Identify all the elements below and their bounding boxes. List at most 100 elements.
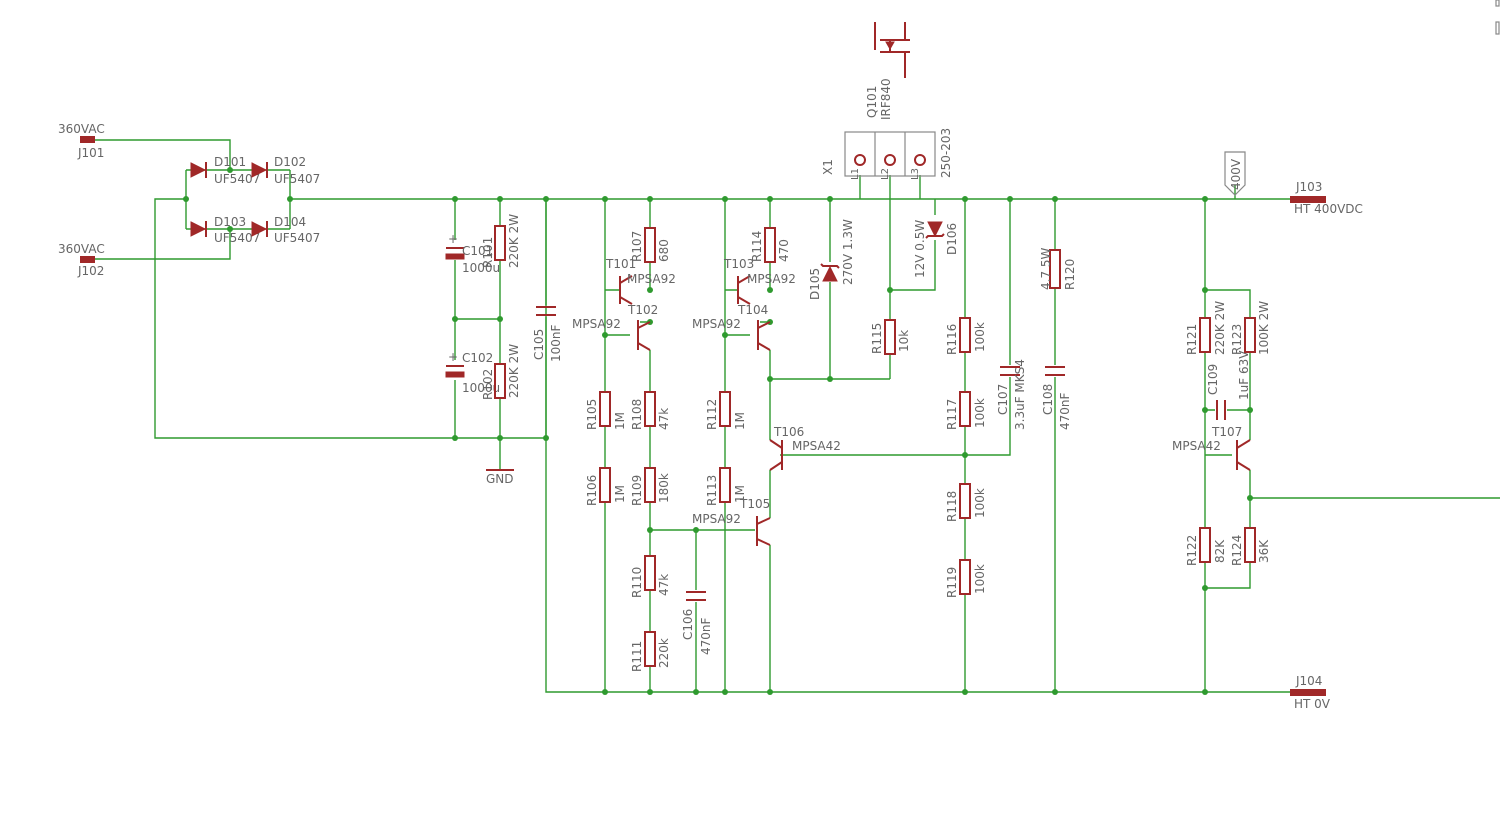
gnd-symbol: GND — [486, 469, 514, 486]
svg-text:12V 0.5W: 12V 0.5W — [913, 220, 927, 278]
svg-text:C107: C107 — [996, 384, 1010, 415]
resistor-r110: R110 47k — [630, 555, 671, 598]
svg-text:R119: R119 — [945, 567, 959, 598]
svg-text:UF5407: UF5407 — [214, 172, 260, 186]
svg-text:T101: T101 — [605, 257, 636, 271]
svg-text:1uF 63V: 1uF 63V — [1237, 350, 1251, 400]
svg-text:470nF: 470nF — [699, 617, 713, 655]
svg-text:UF5407: UF5407 — [274, 231, 320, 245]
svg-text:R102: R102 — [481, 369, 495, 400]
capacitor-c108: C108 470nF — [1041, 366, 1072, 430]
svg-text:R112: R112 — [705, 399, 719, 430]
svg-text:100nF: 100nF — [549, 324, 563, 362]
resistor-r112: R112 1M — [705, 391, 747, 430]
resistor-r114: R114 470 — [750, 227, 791, 263]
svg-text:R106: R106 — [585, 475, 599, 506]
diode-d104: D104 UF5407 — [251, 215, 320, 245]
svg-text:L1: L1 — [850, 168, 861, 180]
svg-text:1M: 1M — [613, 485, 627, 503]
svg-text:C108: C108 — [1041, 384, 1055, 415]
capacitor-c109: C109 1uF 63V — [1206, 350, 1251, 420]
svg-text:360VAC: 360VAC — [58, 242, 105, 256]
svg-text:T105: T105 — [739, 497, 770, 511]
svg-text:C102: C102 — [462, 351, 493, 365]
svg-text:+: + — [448, 350, 458, 364]
diode-d101: D101 UF5407 — [190, 155, 260, 186]
svg-text:C109: C109 — [1206, 364, 1220, 395]
svg-text:270V 1.3W: 270V 1.3W — [841, 219, 855, 285]
connector-j103: J103 HT 400VDC — [1290, 180, 1363, 216]
svg-text:C105: C105 — [532, 329, 546, 360]
svg-text:MPSA92: MPSA92 — [572, 317, 621, 331]
svg-text:D104: D104 — [274, 215, 306, 229]
svg-text:D105: D105 — [808, 268, 822, 300]
svg-text:UF5407: UF5407 — [274, 172, 320, 186]
svg-text:1000u: 1000u — [462, 261, 500, 275]
svg-text:47k: 47k — [657, 408, 671, 430]
svg-text:82K: 82K — [1213, 539, 1227, 563]
svg-text:R105: R105 — [585, 399, 599, 430]
svg-text:MPSA92: MPSA92 — [627, 272, 676, 286]
transistor-t106: T106 MPSA42 — [769, 425, 841, 471]
svg-text:R116: R116 — [945, 324, 959, 355]
svg-text:R111: R111 — [630, 641, 644, 672]
svg-text:R101: R101 — [481, 237, 495, 268]
svg-text:1M: 1M — [733, 485, 747, 503]
mosfet-q101: Q101 IRF840 — [865, 22, 910, 120]
svg-text:D101: D101 — [214, 155, 246, 169]
svg-text:X1: X1 — [821, 159, 835, 175]
svg-text:680: 680 — [657, 239, 671, 262]
resistor-r107: R107 680 — [630, 227, 671, 263]
svg-text:T103: T103 — [723, 257, 754, 271]
svg-text:J103: J103 — [1295, 180, 1322, 194]
resistor-r115: R115 10k — [870, 319, 911, 355]
resistor-r111: R111 220k — [630, 631, 671, 672]
svg-text:1M: 1M — [733, 412, 747, 430]
svg-text:T102: T102 — [627, 303, 658, 317]
supply-flag-400v: 400V — [1224, 151, 1246, 196]
resistor-r118: R118 100k — [945, 483, 987, 522]
svg-text:R110: R110 — [630, 567, 644, 598]
svg-text:MPSA92: MPSA92 — [747, 272, 796, 286]
transistor-t102: T102 MPSA92 — [572, 303, 658, 351]
svg-text:L3: L3 — [910, 168, 921, 180]
svg-text:400V: 400V — [1229, 158, 1243, 190]
svg-text:HT 400VDC: HT 400VDC — [1294, 202, 1363, 216]
diode-d103: D103 UF5407 — [190, 215, 260, 245]
svg-text:R120: R120 — [1063, 259, 1077, 290]
svg-text:360VAC: 360VAC — [58, 122, 105, 136]
svg-text:100k: 100k — [973, 488, 987, 518]
svg-text:T104: T104 — [737, 303, 768, 317]
svg-text:C106: C106 — [681, 609, 695, 640]
svg-text:+: + — [448, 232, 458, 246]
resistor-r116: R116 100k — [945, 317, 987, 355]
svg-text:R117: R117 — [945, 399, 959, 430]
resistor-r105: R105 1M — [585, 391, 627, 430]
diode-d106: 12V 0.5W D106 — [913, 220, 959, 278]
svg-text:D106: D106 — [945, 223, 959, 255]
svg-text:MPSA42: MPSA42 — [792, 439, 841, 453]
terminal-block-x1: L1 L2 L3 X1 250-203 — [821, 128, 953, 180]
svg-text:D103: D103 — [214, 215, 246, 229]
svg-text:D102: D102 — [274, 155, 306, 169]
resistor-r102: R102 220K 2W — [481, 344, 521, 400]
svg-text:T106: T106 — [773, 425, 804, 439]
diode-d102: D102 UF5407 — [251, 155, 320, 186]
svg-text:R121: R121 — [1185, 324, 1199, 355]
svg-text:R114: R114 — [750, 231, 764, 262]
resistor-r123: R123 100K 2W — [1230, 301, 1271, 355]
svg-text:470: 470 — [777, 239, 791, 262]
connector-j101: 360VAC J101 — [58, 122, 105, 160]
svg-text:J102: J102 — [77, 264, 104, 278]
svg-text:180k: 180k — [657, 473, 671, 503]
svg-text:100K 2W: 100K 2W — [1257, 301, 1271, 355]
resistor-r101: R101 220K 2W — [481, 214, 521, 268]
resistor-r120: 4.7 5W R120 — [1039, 247, 1077, 290]
svg-text:R113: R113 — [705, 475, 719, 506]
svg-text:47k: 47k — [657, 574, 671, 596]
page-corner-marks — [1495, 0, 1500, 35]
transistor-t101: T101 MPSA92 — [605, 257, 676, 305]
svg-text:100k: 100k — [973, 398, 987, 428]
capacitor-c102: + C102 1000u — [445, 350, 500, 395]
